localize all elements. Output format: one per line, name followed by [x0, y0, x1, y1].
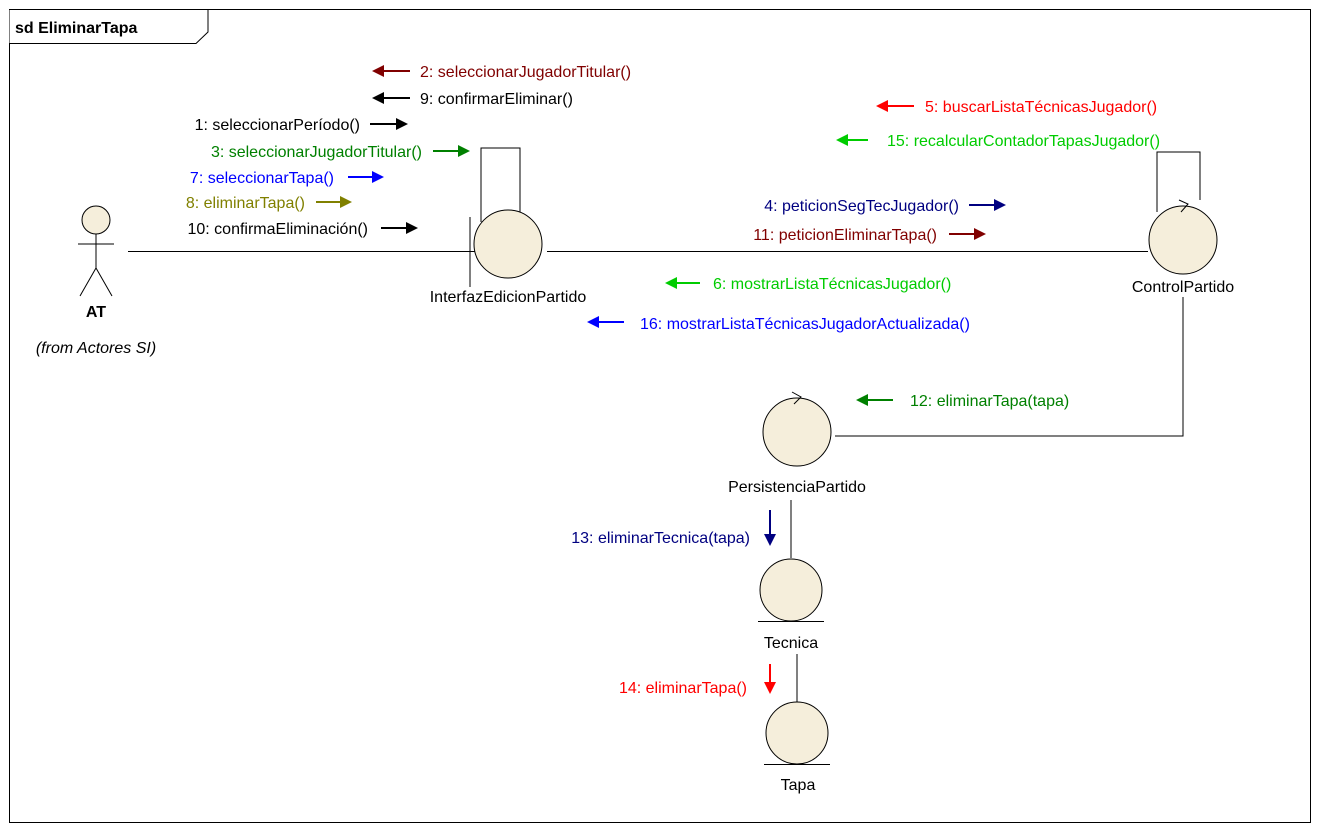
actor-name: AT	[86, 304, 106, 321]
self-link-interfaz	[480, 147, 521, 222]
actor-at[interactable]	[78, 205, 114, 297]
control-partido[interactable]	[1148, 199, 1218, 275]
frame-tab	[9, 9, 209, 44]
message-15: 15: recalcularContadorTapasJugador()	[887, 133, 1160, 150]
object-label-control: ControlPartido	[1132, 279, 1234, 296]
arrow-message-14	[764, 664, 776, 694]
entity-tapa[interactable]	[764, 701, 830, 765]
arrow-message-9	[372, 92, 410, 104]
arrow-message-7	[348, 171, 384, 183]
message-6: 6: mostrarListaTécnicasJugador()	[713, 276, 951, 293]
entity-tecnica[interactable]	[758, 558, 824, 622]
message-11: 11: peticionEliminarTapa()	[753, 227, 937, 244]
boundary-interfaz[interactable]	[469, 209, 543, 287]
arrow-message-12	[856, 394, 893, 406]
message-9: 9: confirmarEliminar()	[420, 91, 573, 108]
object-label-tapa: Tapa	[781, 777, 816, 794]
object-label-persistencia: PersistenciaPartido	[728, 479, 866, 496]
arrow-message-4	[969, 199, 1006, 211]
message-3: 3: seleccionarJugadorTitular()	[211, 144, 422, 161]
message-14: 14: eliminarTapa()	[619, 680, 747, 697]
message-13: 13: eliminarTecnica(tapa)	[571, 530, 750, 547]
arrow-message-5	[876, 100, 914, 112]
message-2: 2: seleccionarJugadorTitular()	[420, 64, 631, 81]
self-link-control	[1156, 151, 1201, 212]
arrow-message-11	[949, 228, 986, 240]
message-16: 16: mostrarListaTécnicasJugadorActualiza…	[640, 316, 970, 333]
arrow-message-2	[372, 65, 410, 77]
message-5: 5: buscarListaTécnicasJugador()	[925, 99, 1157, 116]
arrow-message-16	[587, 316, 624, 328]
frame-title: sd EliminarTapa	[15, 20, 138, 37]
message-8: 8: eliminarTapa()	[186, 195, 305, 212]
message-10: 10: confirmaEliminación()	[187, 221, 368, 238]
actor-source: (from Actores SI)	[36, 340, 156, 357]
arrow-message-1	[370, 118, 408, 130]
arrow-message-10	[381, 222, 418, 234]
message-1: 1: seleccionarPeríodo()	[195, 117, 360, 134]
object-label-interfaz: InterfazEdicionPartido	[430, 289, 587, 306]
object-label-tecnica: Tecnica	[764, 635, 818, 652]
arrow-message-3	[433, 145, 470, 157]
message-12: 12: eliminarTapa(tapa)	[910, 393, 1069, 410]
control-persistencia[interactable]	[762, 391, 832, 467]
arrow-message-6	[665, 277, 700, 289]
link-control-persistencia	[835, 297, 1184, 437]
diagram-frame	[9, 9, 1311, 823]
message-4: 4: peticionSegTecJugador()	[764, 198, 959, 215]
arrow-message-13	[764, 510, 776, 546]
arrow-message-8	[316, 196, 352, 208]
arrow-message-15	[836, 134, 868, 146]
message-7: 7: seleccionarTapa()	[190, 170, 334, 187]
